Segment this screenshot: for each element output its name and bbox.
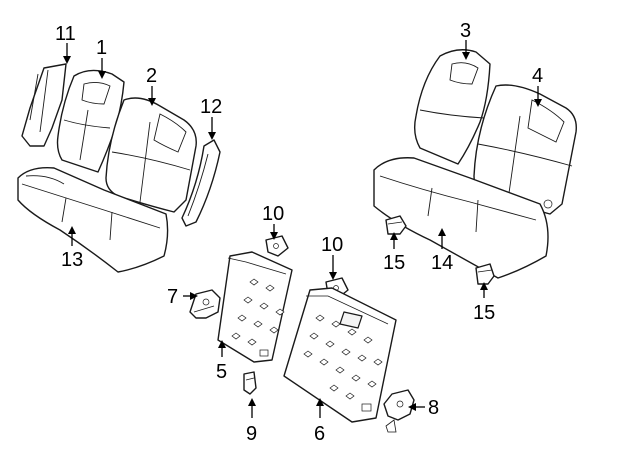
part-9-small-bracket (243, 371, 257, 395)
part-11-side-bolster (21, 63, 67, 147)
callout-7: 7 (167, 286, 178, 308)
part-3-seat-back-left (413, 49, 491, 165)
callout-labels: 11 1 2 12 13 3 4 14 15 15 10 10 7 5 9 6 … (55, 20, 543, 445)
part-8-hinge-bracket (383, 389, 415, 433)
part-12-side-trim (181, 139, 221, 227)
callout-5: 5 (216, 361, 227, 383)
callout-3: 3 (460, 20, 471, 42)
part-13-seat-cushion (17, 167, 169, 273)
part-5-seat-frame-left (217, 251, 293, 363)
part-15-anchor-lower (475, 263, 495, 285)
leaders (63, 40, 542, 418)
part-4-seat-back-right (473, 84, 577, 215)
callout-4: 4 (532, 65, 543, 87)
callout-9: 9 (246, 423, 257, 445)
callout-12: 12 (200, 96, 222, 118)
part-2-seat-back-right (105, 97, 197, 213)
part-15-anchor-upper (385, 215, 407, 235)
part-1-seat-back-left (56, 69, 125, 173)
callout-1: 1 (96, 37, 107, 59)
callout-13: 13 (61, 249, 83, 271)
callout-15-lower: 15 (473, 302, 495, 324)
part-6-seat-frame-right (283, 287, 397, 423)
callout-10-upper: 10 (262, 203, 284, 225)
part-14-seat-cushion (373, 157, 549, 279)
part-7-hinge-bracket (189, 289, 221, 319)
part-10-latch-upper (265, 235, 289, 257)
callout-6: 6 (314, 423, 325, 445)
callout-8: 8 (428, 397, 439, 419)
callout-15-upper: 15 (383, 252, 405, 274)
callout-11: 11 (55, 23, 76, 45)
callout-14: 14 (431, 252, 453, 274)
callout-10-lower: 10 (321, 234, 343, 256)
callout-2: 2 (146, 65, 157, 87)
